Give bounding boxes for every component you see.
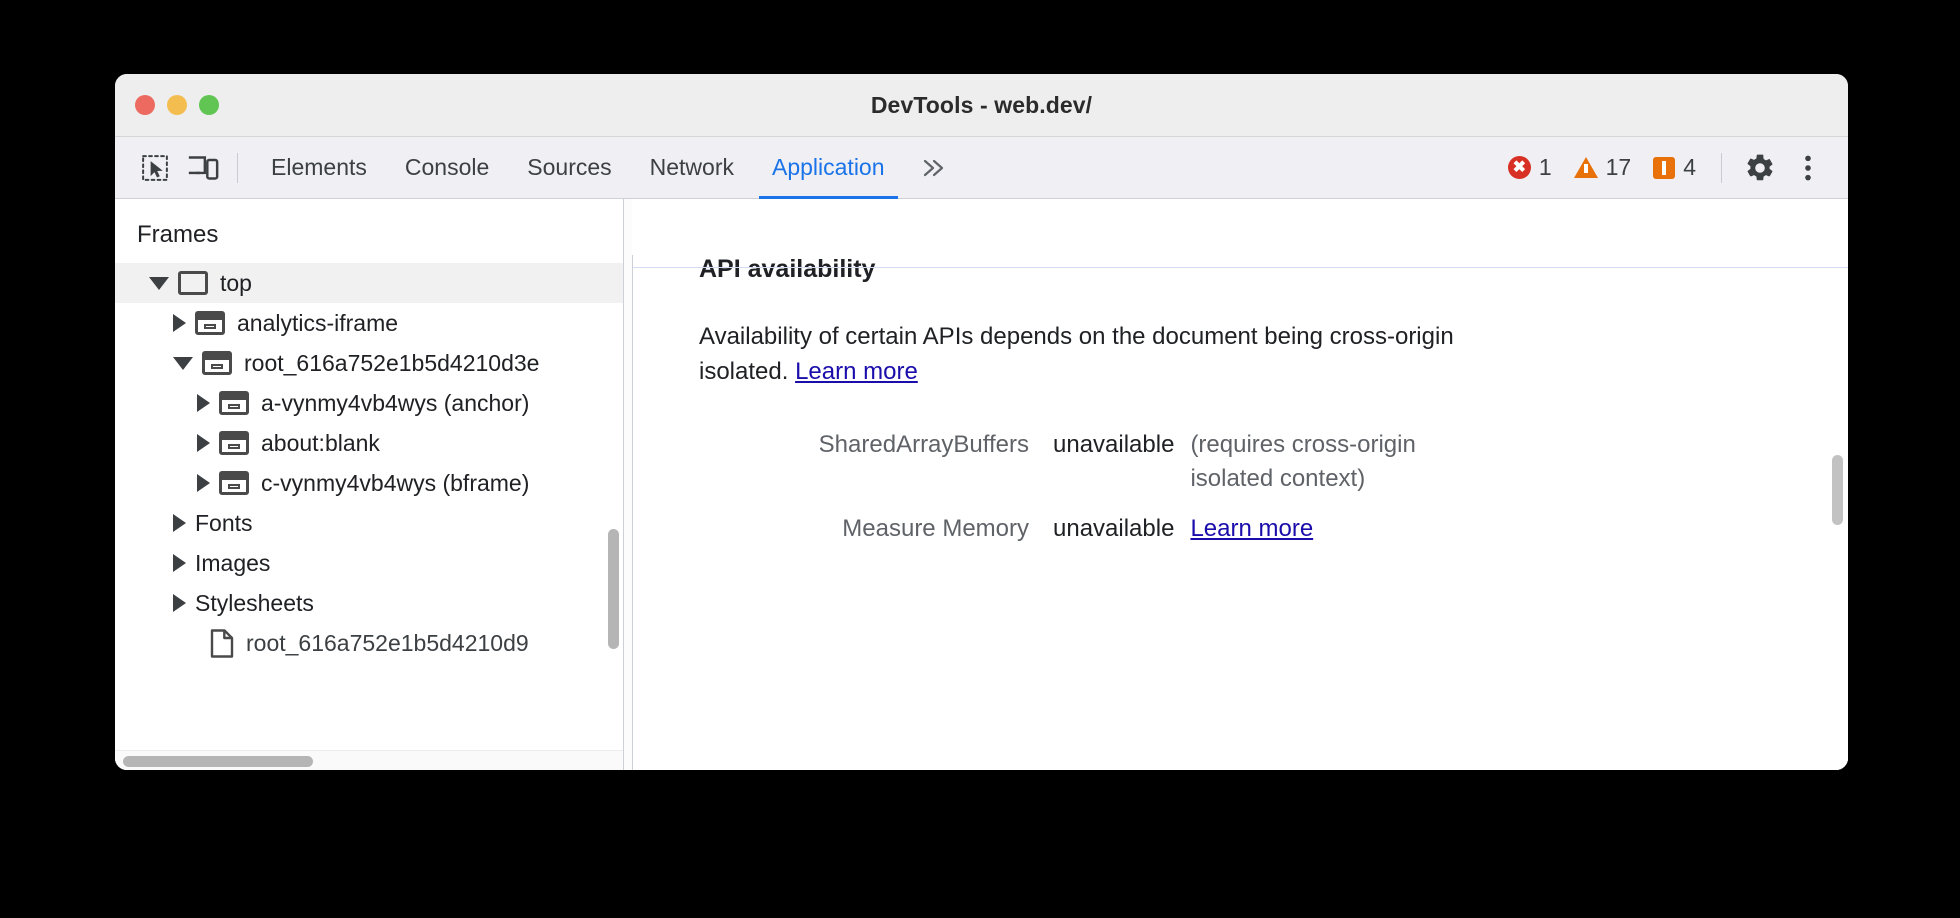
row-key: SharedArrayBuffers — [818, 430, 1029, 458]
subframe-icon — [219, 471, 249, 495]
issue-count: 4 — [1683, 154, 1696, 180]
sidebar-horizontal-scrollbar-track[interactable] — [115, 750, 623, 770]
tab-elements-label: Elements — [271, 154, 367, 180]
table-row: SharedArrayBuffers unavailable (requires… — [699, 420, 1500, 504]
error-icon: ✖ — [1507, 156, 1531, 179]
tree-item-label: about:blank — [261, 429, 380, 456]
traffic-light-buttons — [135, 95, 219, 115]
description-text: Availability of certain APIs depends on … — [699, 323, 1454, 385]
frame-details-panel: API availability Availability of certain… — [624, 199, 1848, 770]
tree-item-label: Stylesheets — [195, 589, 314, 616]
tab-console-label: Console — [404, 154, 490, 180]
tree-item-fonts[interactable]: Fonts — [115, 503, 623, 543]
devtools-body: Frames top analytics-iframe — [115, 199, 1848, 770]
gear-icon[interactable] — [1736, 144, 1784, 192]
frame-icon — [178, 271, 208, 295]
tree-item-label: root_616a752e1b5d4210d3e — [244, 349, 540, 376]
sidebar-vertical-scrollbar[interactable] — [608, 529, 619, 649]
chevron-right-icon[interactable] — [197, 394, 210, 412]
tab-network-label: Network — [649, 154, 734, 180]
tab-console[interactable]: Console — [386, 137, 508, 199]
tree-item-about-blank[interactable]: about:blank — [115, 423, 623, 463]
tree-item-images[interactable]: Images — [115, 543, 623, 583]
tree-item-root-frame[interactable]: root_616a752e1b5d4210d3e — [115, 343, 623, 383]
warning-counter[interactable]: 17 — [1563, 154, 1643, 181]
tree-item-label: Images — [195, 549, 271, 576]
tree-item-analytics-iframe[interactable]: analytics-iframe — [115, 303, 623, 343]
tree-item-document[interactable]: root_616a752e1b5d4210d9 — [115, 623, 623, 663]
window-titlebar: DevTools - web.dev/ — [115, 74, 1848, 137]
devtools-window: DevTools - web.dev/ — [115, 74, 1848, 770]
subframe-icon — [195, 311, 225, 335]
api-availability-description: Availability of certain APIs depends on … — [699, 320, 1499, 390]
row-value: unavailable — [1053, 430, 1175, 458]
toolbar-divider-right — [1721, 152, 1722, 183]
tree-item-label: root_616a752e1b5d4210d9 — [246, 629, 529, 656]
more-tabs-chevron-icon[interactable] — [904, 137, 962, 199]
application-sidebar: Frames top analytics-iframe — [115, 199, 624, 770]
row-value: unavailable — [1053, 514, 1175, 542]
subframe-icon — [202, 351, 232, 375]
chevron-down-icon[interactable] — [149, 276, 169, 290]
tab-application[interactable]: Application — [753, 137, 904, 199]
table-row: Measure Memory unavailable Learn more — [699, 504, 1500, 554]
tree-item-top[interactable]: top — [115, 263, 623, 303]
frames-tree: top analytics-iframe root_616a752e1b5d42… — [115, 263, 623, 663]
section-divider-top — [633, 267, 1848, 268]
chevron-right-icon[interactable] — [173, 554, 186, 572]
error-count: 1 — [1538, 154, 1552, 180]
issue-counters: ✖ 1 17 4 — [1497, 154, 1707, 181]
row-note: (requires cross-origin isolated context) — [1190, 430, 1416, 492]
warning-icon — [1573, 157, 1598, 178]
tree-item-label: analytics-iframe — [237, 309, 399, 336]
measure-memory-learn-more-link[interactable]: Learn more — [1190, 514, 1314, 542]
chevron-right-icon[interactable] — [173, 594, 186, 612]
minimize-window-button[interactable] — [167, 95, 187, 115]
tab-sources-label: Sources — [527, 154, 612, 180]
chevron-right-icon[interactable] — [173, 314, 186, 332]
issue-counter[interactable]: 4 — [1642, 154, 1707, 181]
content-vertical-scrollbar[interactable] — [1832, 455, 1843, 525]
sidebar-horizontal-scrollbar-thumb[interactable] — [123, 756, 313, 767]
row-key: Measure Memory — [842, 514, 1029, 542]
info-issue-icon — [1653, 156, 1676, 179]
tree-item-stylesheets[interactable]: Stylesheets — [115, 583, 623, 623]
chevron-right-icon[interactable] — [197, 434, 210, 452]
chevron-right-icon[interactable] — [197, 474, 210, 492]
chevron-down-icon[interactable] — [173, 356, 193, 370]
tree-item-label: c-vynmy4vb4wys (bframe) — [261, 469, 530, 496]
frame-details-inner: API availability Availability of certain… — [632, 255, 1848, 770]
tree-item-label: Fonts — [195, 509, 253, 536]
close-window-button[interactable] — [135, 95, 155, 115]
tab-application-label: Application — [772, 154, 885, 180]
row-note: Learn more — [1190, 504, 1500, 554]
chevron-right-icon[interactable] — [173, 514, 186, 532]
warning-count: 17 — [1605, 154, 1632, 180]
api-availability-table: SharedArrayBuffers unavailable (requires… — [699, 420, 1500, 554]
page-title: API availability — [699, 255, 876, 283]
subframe-icon — [219, 431, 249, 455]
kebab-menu-icon[interactable] — [1784, 144, 1832, 192]
subframe-icon — [219, 391, 249, 415]
learn-more-link[interactable]: Learn more — [795, 357, 918, 385]
tree-item-label: a-vynmy4vb4wys (anchor) — [261, 389, 530, 416]
zoom-window-button[interactable] — [199, 95, 219, 115]
window-title: DevTools - web.dev/ — [870, 91, 1093, 118]
document-icon — [210, 628, 234, 658]
tab-elements[interactable]: Elements — [252, 137, 386, 199]
tab-sources[interactable]: Sources — [508, 137, 630, 199]
device-toolbar-icon[interactable] — [179, 144, 227, 192]
panel-tabs: Elements Console Sources Network Applica… — [252, 137, 962, 199]
error-counter[interactable]: ✖ 1 — [1497, 154, 1563, 181]
tree-item-anchor-frame[interactable]: a-vynmy4vb4wys (anchor) — [115, 383, 623, 423]
tree-item-label: top — [220, 269, 252, 296]
tree-item-bframe[interactable]: c-vynmy4vb4wys (bframe) — [115, 463, 623, 503]
toolbar-divider — [237, 152, 238, 183]
sidebar-header-frames: Frames — [137, 221, 219, 248]
devtools-toolbar: Elements Console Sources Network Applica… — [115, 137, 1848, 199]
inspect-element-icon[interactable] — [131, 144, 179, 192]
tab-network[interactable]: Network — [631, 137, 753, 199]
